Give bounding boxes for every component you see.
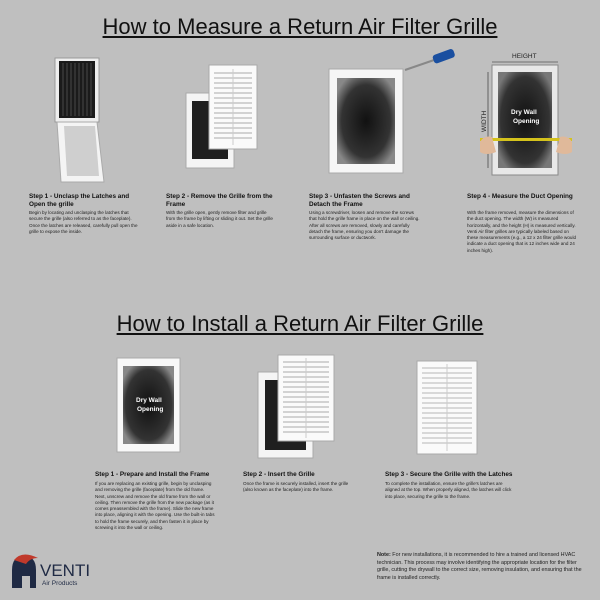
installation-note: Note: For new installations, it is recom… (377, 552, 589, 582)
dry-wall-label-line2: Opening (513, 118, 539, 125)
measure-step2-image (185, 64, 258, 169)
note-text: For new installations, it is recommended… (377, 552, 582, 581)
measure-step1-image (54, 57, 105, 183)
logo-sub: Air Products (42, 580, 78, 587)
install-dry-wall-label-line1: Dry Wall (136, 397, 162, 404)
measure-step4-title: Step 4 - Measure the Duct Opening (467, 193, 573, 200)
measure-step3-title: Step 3 - Unfasten the Screws and Detach … (309, 193, 410, 208)
measure-step1-title: Step 1 - Unclasp the Latches and Open th… (29, 193, 130, 208)
install-heading: How to Install a Return Air Filter Grill… (116, 311, 484, 336)
measure-step2-title: Step 2 - Remove the Grille from the Fram… (166, 193, 273, 208)
screwdriver-icon (404, 49, 455, 71)
note-label: Note: (377, 552, 391, 558)
measure-step3-body: Using a screwdriver, loosen and remove t… (309, 210, 420, 241)
install-step1-image: Dry Wall Opening (116, 357, 181, 453)
measure-step1-body: Begin by locating and unclasping the lat… (29, 210, 138, 234)
width-label: WIDTH (481, 110, 488, 132)
height-label: HEIGHT (512, 53, 537, 60)
install-step2-title: Step 2 - Insert the Grille (243, 471, 315, 478)
install-dry-wall-label-line2: Opening (137, 406, 163, 413)
install-step3-title: Step 3 - Secure the Grille with the Latc… (385, 471, 513, 478)
measure-step4-image: HEIGHT WIDTH Dry Wall Opening (480, 53, 572, 176)
venti-logo: VENTI Air Products (12, 554, 90, 588)
measure-step2-body: With the grille open, gently remove filt… (166, 210, 273, 228)
measure-step3-image (328, 49, 455, 174)
install-step3-body: To complete the installation, ensure the… (385, 481, 512, 499)
spartan-helmet-icon (12, 554, 38, 588)
install-step1-title: Step 1 - Prepare and Install the Frame (95, 471, 210, 478)
logo-brand: VENTI (40, 561, 90, 580)
install-step3-image (416, 360, 478, 455)
install-step1-body: If you are replacing an existing grille,… (95, 481, 215, 531)
install-step2-image (257, 354, 335, 459)
measure-step4-body: With the frame removed, measure the dime… (467, 210, 577, 253)
install-step2-body: Once the frame is securely installed, in… (243, 481, 349, 493)
dry-wall-label-line1: Dry Wall (511, 109, 537, 116)
measure-heading: How to Measure a Return Air Filter Grill… (102, 14, 498, 39)
